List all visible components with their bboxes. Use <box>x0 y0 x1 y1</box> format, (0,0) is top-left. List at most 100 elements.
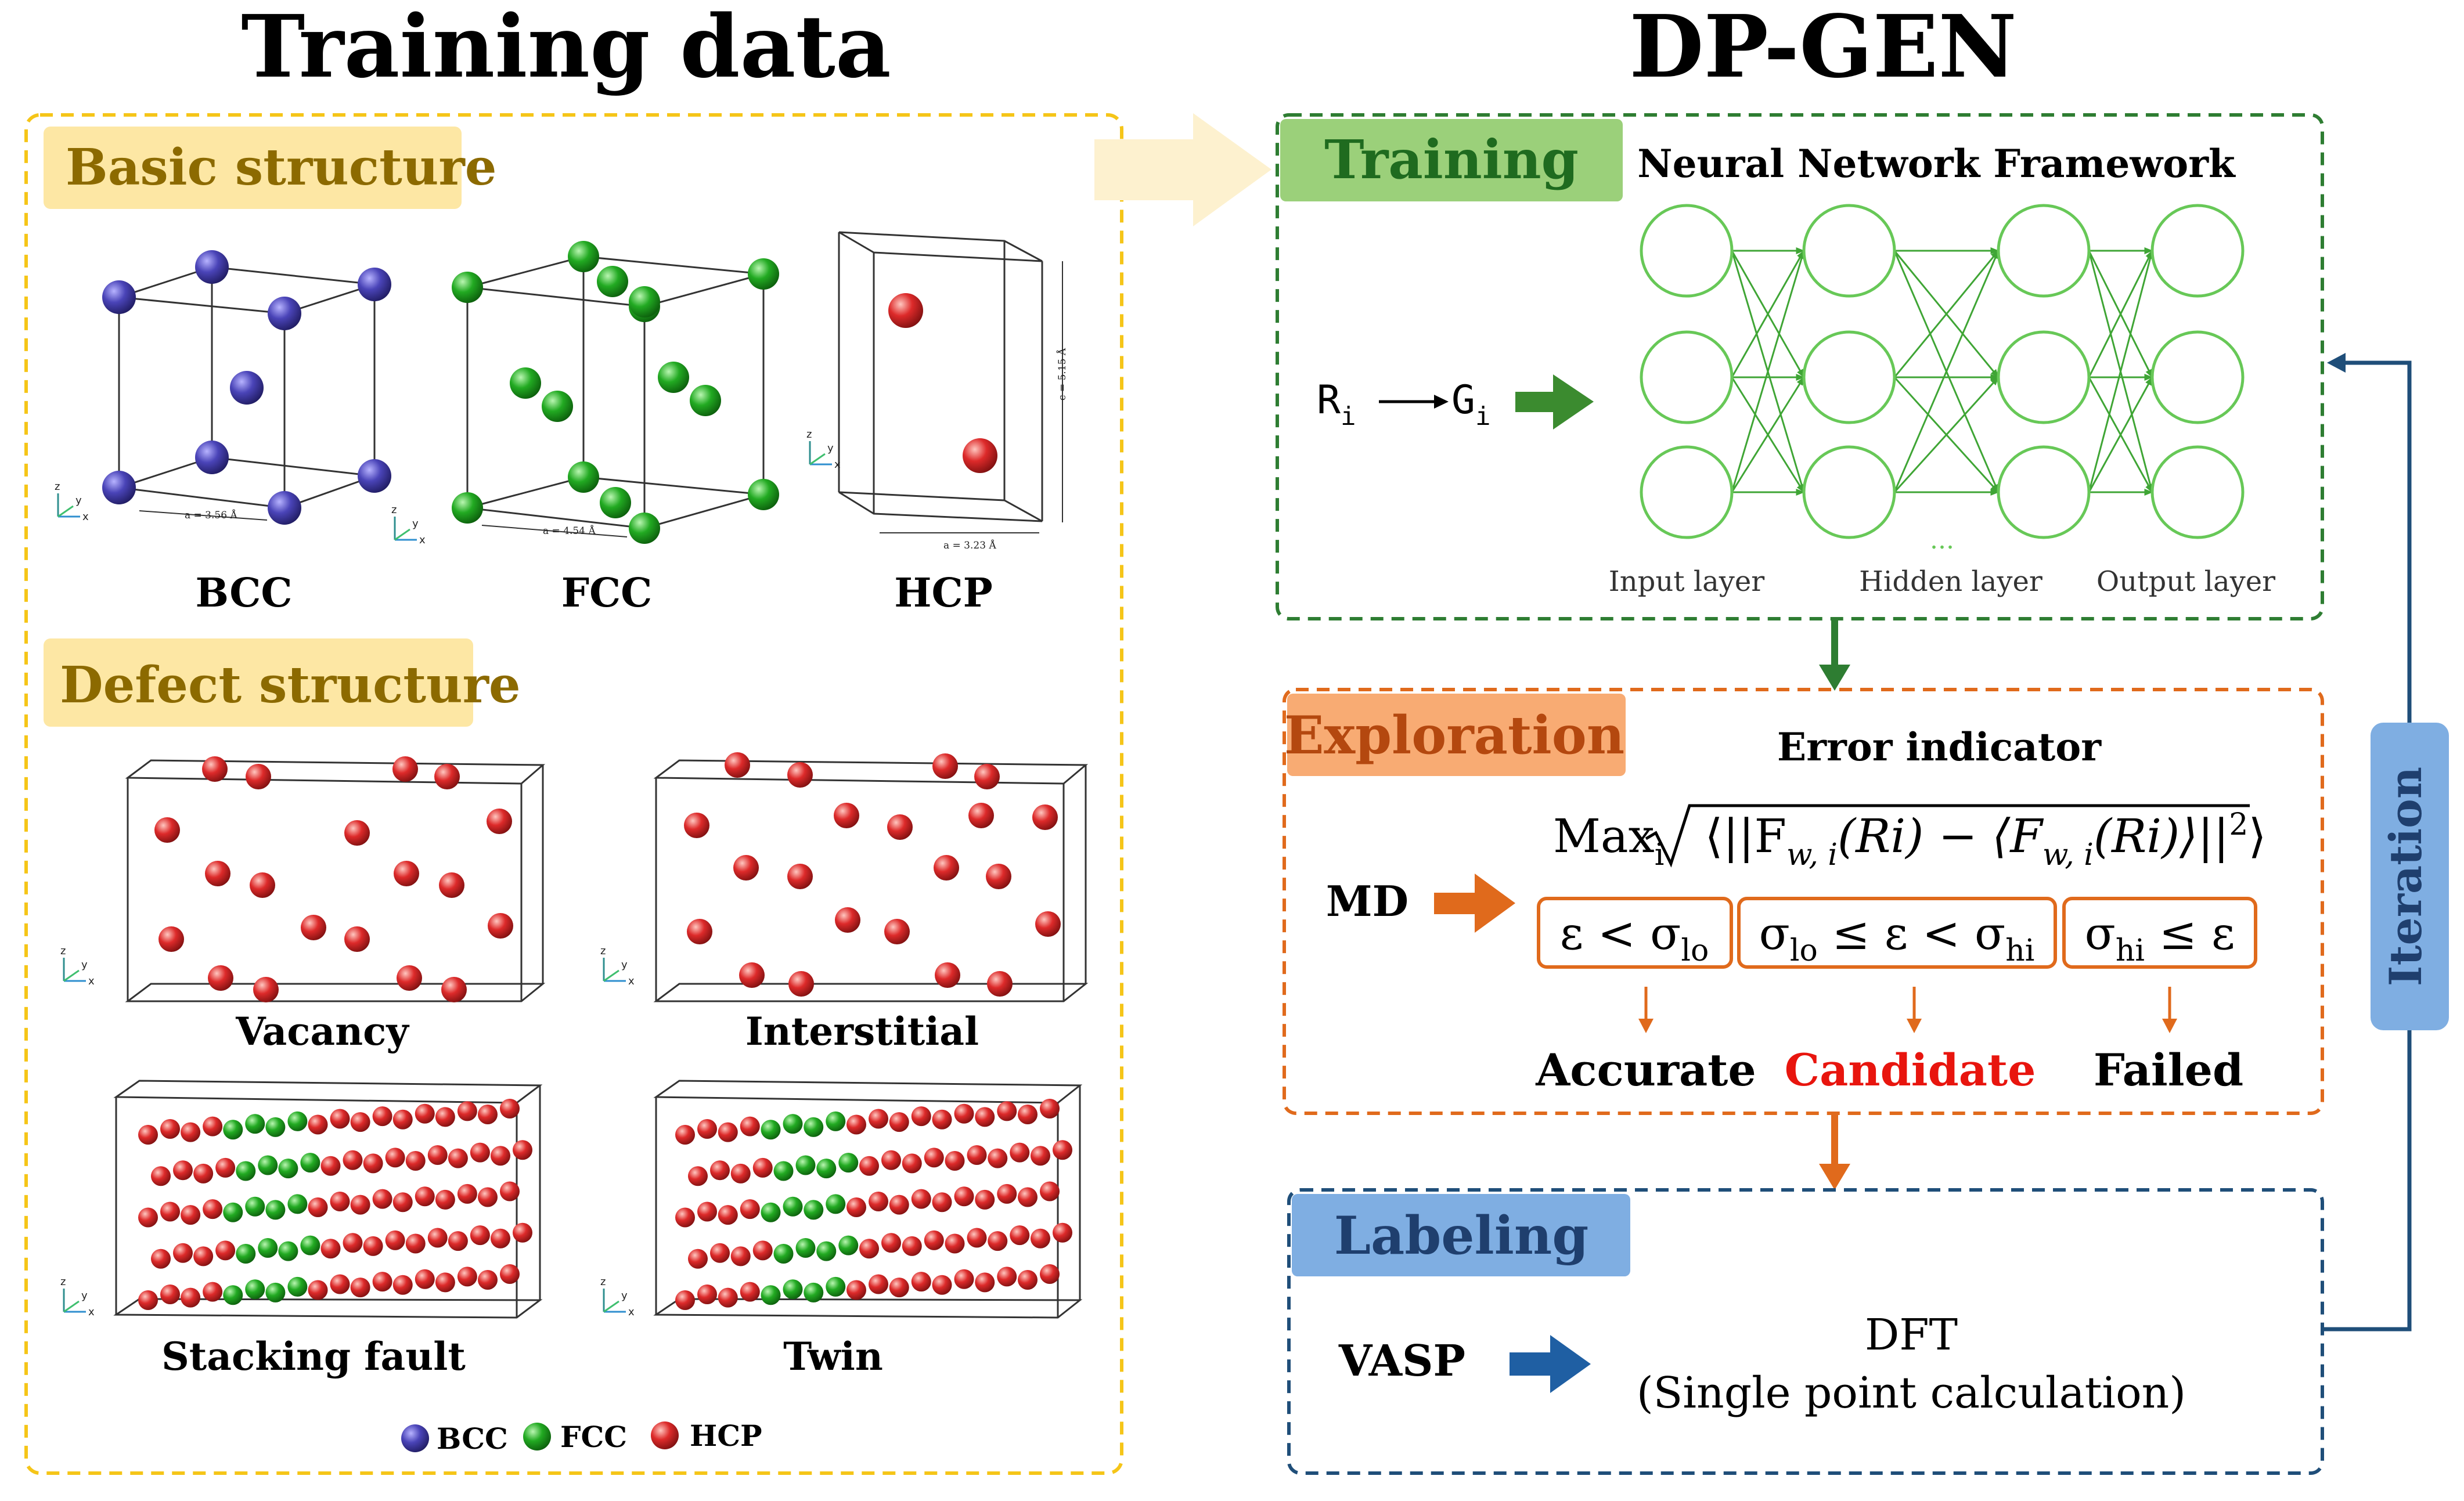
hcp-atom <box>834 803 859 828</box>
axis-x-label: x <box>88 1306 95 1318</box>
hcp-atom <box>173 1160 193 1181</box>
fcc-atom <box>223 1202 243 1222</box>
hcp-atom <box>513 1222 532 1243</box>
hcp-atom <box>330 1274 350 1294</box>
hcp-atom <box>392 1275 413 1295</box>
hcp-atom <box>911 1272 931 1292</box>
hcp-atom <box>954 1186 974 1207</box>
hcp-atom <box>932 1275 952 1295</box>
fcc-atom <box>658 362 689 393</box>
hcp-atom <box>470 1225 490 1246</box>
bcc-atom <box>268 491 301 525</box>
hcp-atom <box>1031 1146 1050 1166</box>
nn-neuron <box>2150 445 2245 539</box>
axis-z-label: z <box>806 428 812 441</box>
hcp-atom <box>967 1228 987 1248</box>
fcc-dimension-line <box>481 525 628 537</box>
hcp-atom <box>202 756 228 782</box>
fcc-atom <box>826 1276 846 1297</box>
hcp-atom <box>173 1243 193 1263</box>
hcp-atom <box>1053 1140 1072 1160</box>
hcp-atom <box>675 1207 695 1228</box>
bcc-atom <box>358 268 391 301</box>
condition-accurate-box <box>1537 897 1733 969</box>
axis-x-label: x <box>419 534 426 546</box>
hcp-atom <box>788 971 814 997</box>
input-layer-label: Input layer <box>1609 565 1765 598</box>
dft-label: DFT <box>1865 1310 1958 1360</box>
vacancy-label: Vacancy <box>235 1009 409 1054</box>
iteration-loop-arrowhead <box>2327 353 2346 373</box>
hcp-atom <box>500 1099 520 1118</box>
fcc-atom <box>245 1279 265 1300</box>
hcp-atom <box>932 1192 952 1213</box>
hcp-atom <box>954 1103 974 1124</box>
hcp-atom <box>208 965 233 991</box>
fcc-atom <box>838 1153 859 1173</box>
nn-connection <box>1893 250 2000 378</box>
nn-connection <box>2088 250 2154 493</box>
hcp-atom <box>344 820 370 846</box>
fcc-atom <box>773 1161 794 1181</box>
vasp-label: VASP <box>1338 1336 1465 1386</box>
fcc-atom <box>600 487 631 518</box>
hcp-atom <box>441 977 467 1002</box>
hcp-label: HCP <box>894 570 993 616</box>
hcp-atom <box>363 1236 383 1256</box>
hcp-atom <box>846 1280 866 1300</box>
bcc-dimension-line <box>139 510 268 521</box>
fcc-atom <box>452 272 483 303</box>
hcp-atom <box>718 1205 738 1225</box>
fcc-atom <box>287 1111 308 1131</box>
hcp-atom <box>859 1239 879 1259</box>
fcc-atom <box>761 1202 781 1222</box>
hcp-atom <box>415 1186 435 1207</box>
fcc-atom <box>761 1120 781 1140</box>
axis-z-label: z <box>55 481 60 493</box>
fcc-atom <box>804 1200 824 1220</box>
hcp-atom <box>967 1145 987 1165</box>
hcp-atom <box>181 1122 201 1142</box>
vasp-arrow <box>1510 1335 1591 1393</box>
hcp-atom <box>997 1267 1017 1287</box>
hcp-atom <box>350 1195 370 1215</box>
hcp-atom <box>988 1231 1008 1251</box>
nn-neuron <box>1802 330 1896 424</box>
hcp-atom <box>1010 1225 1030 1246</box>
hcp-atom <box>308 1114 328 1135</box>
legend-bcc-label: BCC <box>437 1421 508 1456</box>
nn-neuron <box>2150 330 2245 424</box>
hcp-atom <box>138 1125 158 1145</box>
stacking-fault-atoms <box>138 1099 532 1310</box>
hcp-atom <box>203 1116 223 1136</box>
hcp-atom <box>911 1189 931 1209</box>
hcp-atom <box>710 1160 730 1181</box>
axis-y-label: y <box>621 959 628 971</box>
hcp-atom <box>1035 911 1061 937</box>
hcp-atom <box>448 1231 468 1251</box>
fcc-atom <box>265 1117 286 1137</box>
axis-y-label: y <box>75 495 82 507</box>
hcp-atom <box>405 1233 426 1254</box>
axis-y-label: y <box>621 1290 628 1302</box>
nn-connection <box>1893 250 2000 493</box>
axis-z-label: z <box>60 945 66 957</box>
fcc-atom <box>245 1196 265 1217</box>
axis-x-label: x <box>88 975 95 987</box>
output-layer-label: Output layer <box>2096 565 2275 598</box>
hcp-atom <box>739 962 765 988</box>
axis-y-label: y <box>81 1290 88 1302</box>
hcp-atom <box>158 926 184 952</box>
hcp-atom <box>975 1272 995 1293</box>
hcp-atom <box>869 1109 888 1129</box>
fcc-atom <box>804 1117 824 1137</box>
axis-y-label: y <box>827 442 834 454</box>
hcp-atom <box>427 1228 448 1248</box>
hcp-atom <box>869 1274 888 1294</box>
hcp-atom <box>193 1163 214 1184</box>
hcp-atom <box>889 1278 909 1298</box>
nn-neuron <box>1997 204 2091 298</box>
hcp-atom <box>435 1107 455 1127</box>
legend-fcc-label: FCC <box>560 1420 627 1454</box>
hcp-atom <box>997 1184 1017 1204</box>
